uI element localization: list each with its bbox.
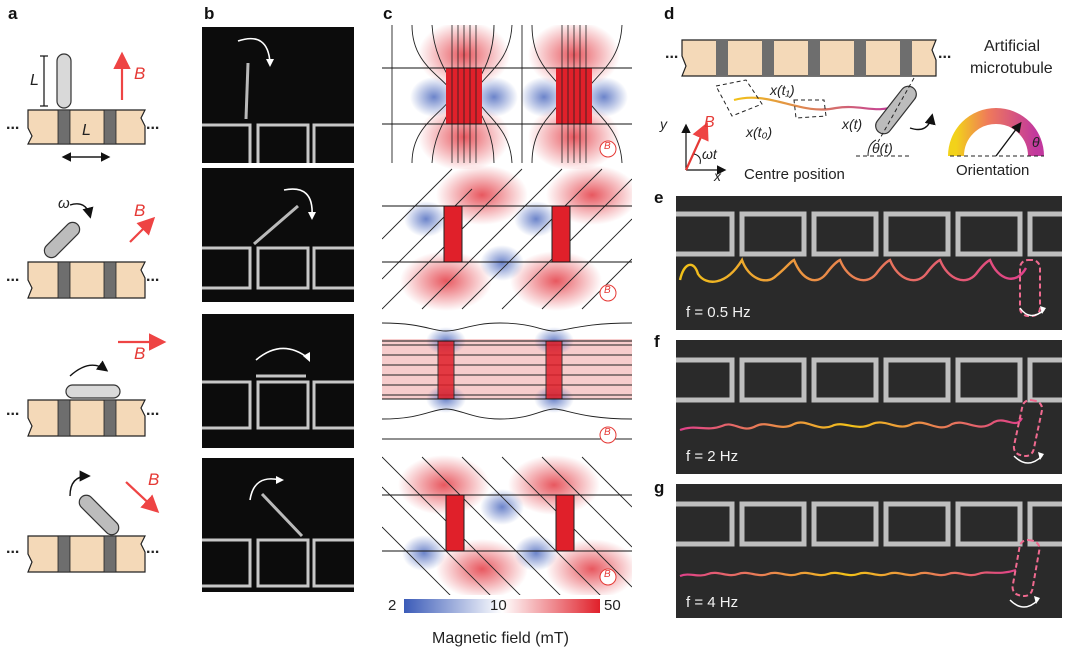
colorbar-mid-label: 10 bbox=[490, 597, 507, 614]
trajectory-image-f bbox=[676, 340, 1062, 474]
centre-position-label: Centre position bbox=[744, 166, 845, 183]
colorbar-min-label: 2 bbox=[388, 597, 397, 614]
row3-dots-left: ... bbox=[6, 402, 20, 419]
length-label-horizontal: L bbox=[82, 122, 91, 139]
field-label-row4: B bbox=[148, 470, 160, 489]
panel-label-g: g bbox=[654, 478, 665, 497]
colorbar bbox=[404, 599, 600, 613]
field-map-1 bbox=[382, 25, 632, 171]
row1-dots-left: ... bbox=[6, 116, 20, 133]
field-marker-4: B bbox=[604, 569, 611, 580]
field-marker-3: B bbox=[604, 427, 611, 438]
schematic-row-3 bbox=[27, 333, 167, 437]
micrograph-b2 bbox=[202, 168, 354, 302]
field-label-row3: B bbox=[134, 344, 146, 363]
length-label-vertical: L bbox=[30, 72, 39, 89]
panel-label-c: c bbox=[383, 4, 393, 23]
panel-label-a: a bbox=[8, 4, 18, 23]
field-marker-circles bbox=[599, 140, 617, 586]
axis-y-label: y bbox=[660, 116, 667, 132]
field-map-2 bbox=[382, 165, 632, 311]
panel-label-d: d bbox=[664, 4, 675, 23]
theta-t-label: θ(t) bbox=[872, 140, 893, 156]
omega-t-label: ωt bbox=[702, 146, 717, 162]
axis-x-label: x bbox=[714, 168, 721, 184]
row1-dots-right: ... bbox=[146, 116, 160, 133]
row2-dots-left: ... bbox=[6, 268, 20, 285]
microtubule-title-line2: microtubule bbox=[970, 60, 1053, 77]
micrograph-b1 bbox=[202, 27, 354, 163]
row3-dots-right: ... bbox=[146, 402, 160, 419]
freq-label-f: f = 2 Hz bbox=[686, 448, 739, 465]
theta-label: θ bbox=[1032, 134, 1040, 150]
field-label-row2: B bbox=[134, 201, 146, 220]
field-marker-1: B bbox=[604, 141, 611, 152]
row2-dots-right: ... bbox=[146, 268, 160, 285]
field-label-row1: B bbox=[134, 64, 146, 83]
panel-c-field-maps bbox=[382, 25, 632, 595]
panel-d-schematic bbox=[681, 39, 1044, 175]
schematic-row-1 bbox=[27, 51, 146, 162]
strip-dots-right: ... bbox=[938, 45, 952, 62]
trajectory-image-g bbox=[676, 484, 1062, 618]
micrograph-b4 bbox=[202, 458, 354, 592]
micrograph-b3 bbox=[202, 314, 354, 448]
x-t0-label: x(t₀) bbox=[746, 124, 773, 140]
orientation-label: Orientation bbox=[956, 162, 1030, 179]
colorbar-max-label: 50 bbox=[604, 597, 621, 614]
freq-label-e: f = 0.5 Hz bbox=[686, 304, 751, 321]
omega-label: ω bbox=[58, 195, 70, 212]
x-t-label: x(t) bbox=[842, 116, 863, 132]
microtubule-title-line1: Artificial bbox=[984, 38, 1041, 55]
panel-label-f: f bbox=[654, 332, 660, 351]
colorbar-title: Magnetic field (mT) bbox=[432, 630, 569, 647]
schematic-row-4 bbox=[27, 470, 160, 573]
field-map-3 bbox=[382, 315, 632, 453]
row4-dots-right: ... bbox=[146, 540, 160, 557]
trajectory-image-e bbox=[676, 196, 1062, 330]
panel-label-e: e bbox=[654, 188, 664, 207]
panel-label-b: b bbox=[204, 4, 215, 23]
panel-a-schematics bbox=[27, 51, 167, 573]
freq-label-g: f = 4 Hz bbox=[686, 594, 739, 611]
field-marker-2: B bbox=[604, 285, 611, 296]
schematic-row-2 bbox=[27, 203, 156, 299]
field-map-4 bbox=[382, 455, 632, 595]
row4-dots-left: ... bbox=[6, 540, 20, 557]
x-t1-label: x(t₁) bbox=[770, 82, 795, 98]
field-label-d: B bbox=[704, 114, 715, 131]
strip-dots-left: ... bbox=[665, 45, 679, 62]
